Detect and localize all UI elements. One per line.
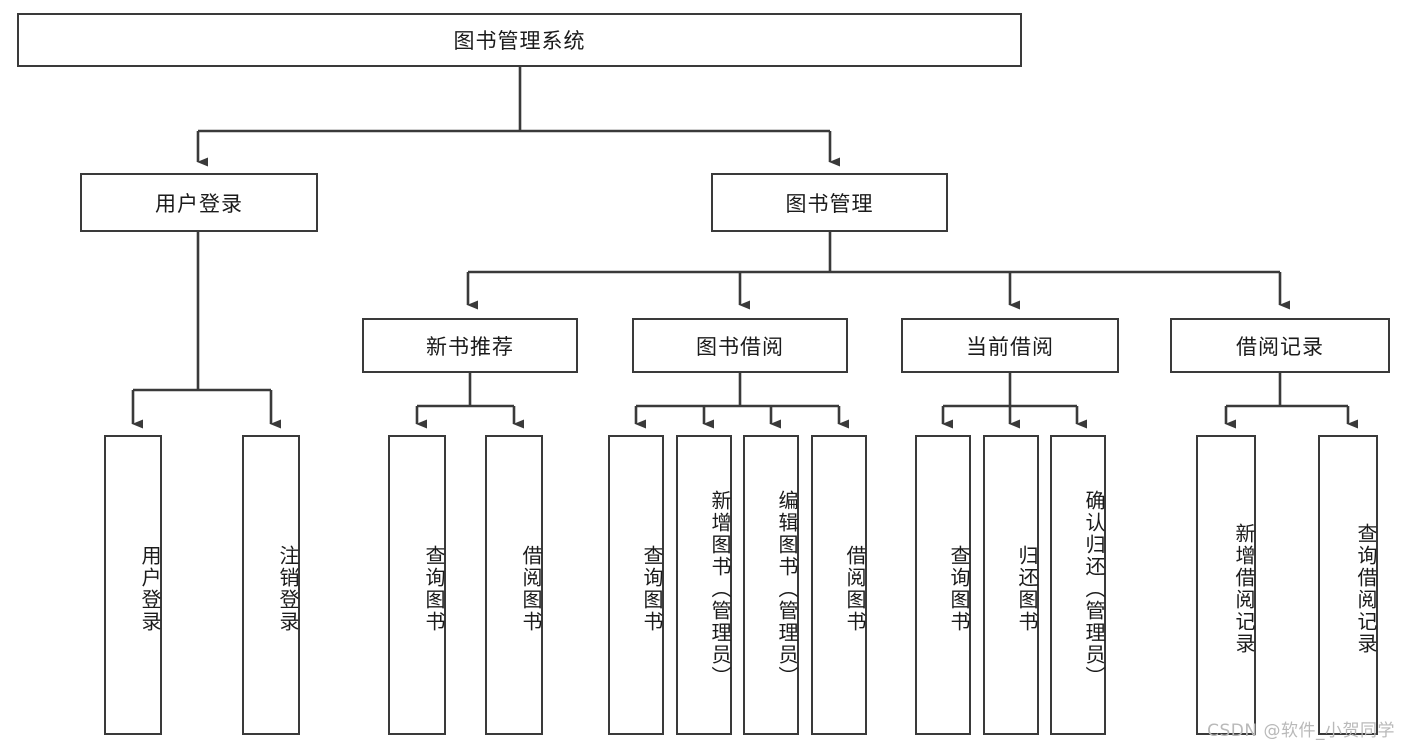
node-label: 归还图书 [1015,545,1039,633]
leaf-return-book[interactable]: 归还图书 [983,435,1039,735]
leaf-query-book-new[interactable]: 查询图书 [388,435,446,735]
leaf-borrow-book[interactable]: 借阅图书 [811,435,867,735]
leaf-logout-login[interactable]: 注销登录 [242,435,300,735]
node-label: 查询图书 [640,545,664,633]
node-label: 图书借阅 [696,334,784,359]
node-label: 新增图书（管理员） [708,490,732,688]
node-label: 图书管理系统 [453,29,586,53]
node-new-book-recommend[interactable]: 新书推荐 [362,318,578,373]
node-borrow-record[interactable]: 借阅记录 [1170,318,1390,373]
node-book-management[interactable]: 图书管理 [711,173,948,232]
leaf-add-book-admin[interactable]: 新增图书（管理员） [676,435,732,735]
leaf-edit-book-admin[interactable]: 编辑图书（管理员） [743,435,799,735]
node-label: 借阅图书 [843,545,867,633]
node-label: 图书管理 [785,191,874,216]
node-label: 注销登录 [276,545,300,633]
node-label: 新书推荐 [426,334,514,359]
node-label: 确认归还（管理员） [1082,490,1106,688]
leaf-add-borrow-record[interactable]: 新增借阅记录 [1196,435,1256,735]
node-label: 借阅图书 [519,545,543,633]
csdn-watermark: CSDN @软件_小贺同学 [1207,721,1395,741]
leaf-user-login[interactable]: 用户登录 [104,435,162,735]
leaf-query-book-borrow[interactable]: 查询图书 [608,435,664,735]
node-root-system[interactable]: 图书管理系统 [17,13,1022,67]
node-label: 查询图书 [947,545,971,633]
node-label: 用户登录 [138,545,162,633]
node-label: 新增借阅记录 [1232,523,1256,655]
node-book-borrow[interactable]: 图书借阅 [632,318,848,373]
leaf-borrow-book-new[interactable]: 借阅图书 [485,435,543,735]
node-label: 编辑图书（管理员） [775,490,799,688]
leaf-query-book-current[interactable]: 查询图书 [915,435,971,735]
node-label: 查询借阅记录 [1354,523,1378,655]
node-label: 当前借阅 [966,334,1054,359]
node-current-borrow[interactable]: 当前借阅 [901,318,1119,373]
node-label: 借阅记录 [1236,334,1324,359]
node-label: 用户登录 [155,191,243,216]
leaf-query-borrow-record[interactable]: 查询借阅记录 [1318,435,1378,735]
node-user-login[interactable]: 用户登录 [80,173,318,232]
leaf-confirm-return-admin[interactable]: 确认归还（管理员） [1050,435,1106,735]
node-label: 查询图书 [422,545,446,633]
